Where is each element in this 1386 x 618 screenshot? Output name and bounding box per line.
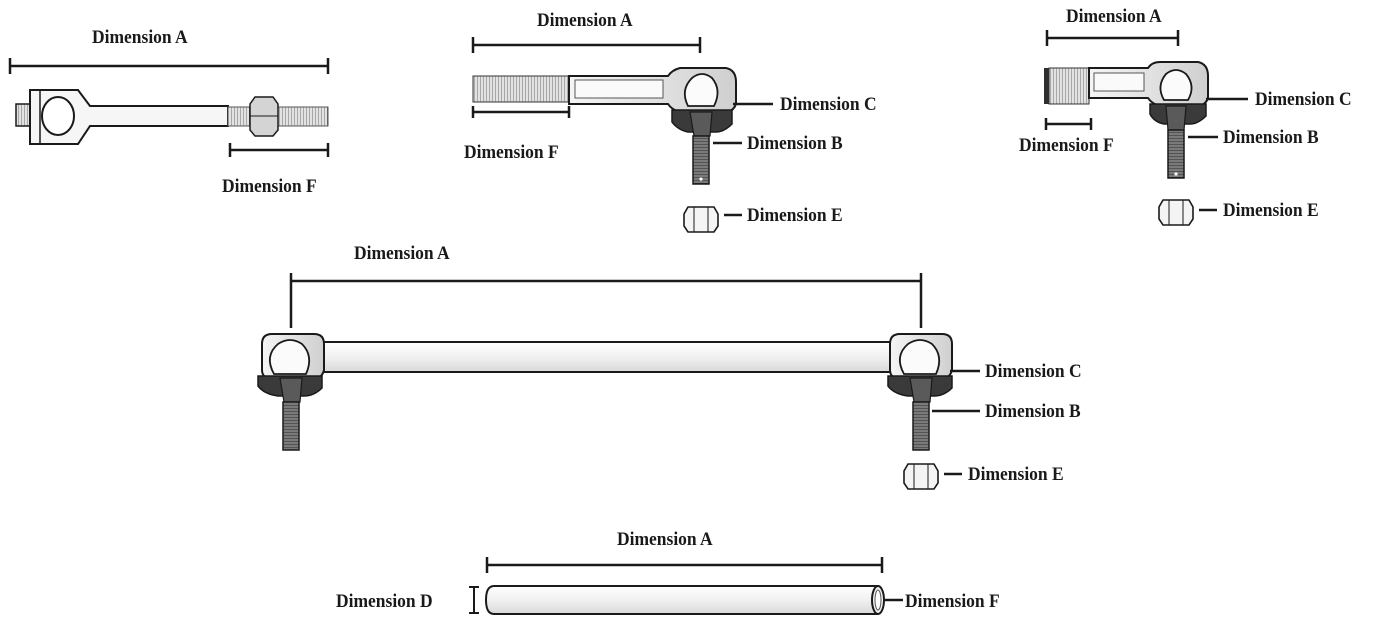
dimension-a-label: Dimension A (1066, 6, 1162, 27)
inner-tie-rod (8, 58, 330, 157)
dimension-a-label: Dimension A (354, 243, 450, 264)
dimension-a-line (1045, 30, 1180, 46)
dimension-c-label: Dimension C (985, 361, 1082, 382)
dimension-f-line (1044, 118, 1093, 130)
dimension-d-line (469, 586, 479, 614)
tie-rod-assembly (257, 273, 980, 490)
dimension-a-line (289, 273, 923, 328)
dimension-c-label: Dimension C (1255, 89, 1352, 110)
tie-rod-end-short (1044, 30, 1248, 226)
hex-nut-icon (1158, 199, 1194, 226)
tie-rod-end-long-drawing (472, 67, 737, 185)
dimension-f-line (228, 143, 330, 157)
dimension-a-line (485, 557, 884, 573)
dimension-a-line (471, 37, 702, 53)
dimension-a-label: Dimension A (537, 10, 633, 31)
dimension-f-label: Dimension F (464, 142, 559, 163)
tie-rod-assembly-drawing (257, 333, 953, 451)
dimension-f-label: Dimension F (905, 591, 1000, 612)
cross-tube-drawing (484, 585, 885, 615)
dimension-b-label: Dimension B (747, 133, 843, 154)
dimension-a-label: Dimension A (92, 27, 188, 48)
dimension-f-label: Dimension F (222, 176, 317, 197)
dimension-b-label: Dimension B (985, 401, 1081, 422)
dimension-a-label: Dimension A (617, 529, 713, 550)
dimension-d-label: Dimension D (336, 591, 433, 612)
dimension-e-label: Dimension E (968, 464, 1064, 485)
tie-rod-end-short-drawing (1044, 61, 1209, 179)
inner-tie-rod-drawing (15, 89, 329, 145)
dimension-b-label: Dimension B (1223, 127, 1319, 148)
hex-nut-icon (683, 206, 719, 233)
dimension-c-label: Dimension C (780, 94, 877, 115)
dimension-f-label: Dimension F (1019, 135, 1114, 156)
cross-tube (469, 557, 903, 615)
dimension-e-label: Dimension E (747, 205, 843, 226)
dimension-f-line (471, 106, 571, 118)
tie-rod-end-long (471, 37, 773, 233)
dimension-e-label: Dimension E (1223, 200, 1319, 221)
hex-nut-icon (903, 463, 939, 490)
dimension-a-line (8, 58, 330, 74)
